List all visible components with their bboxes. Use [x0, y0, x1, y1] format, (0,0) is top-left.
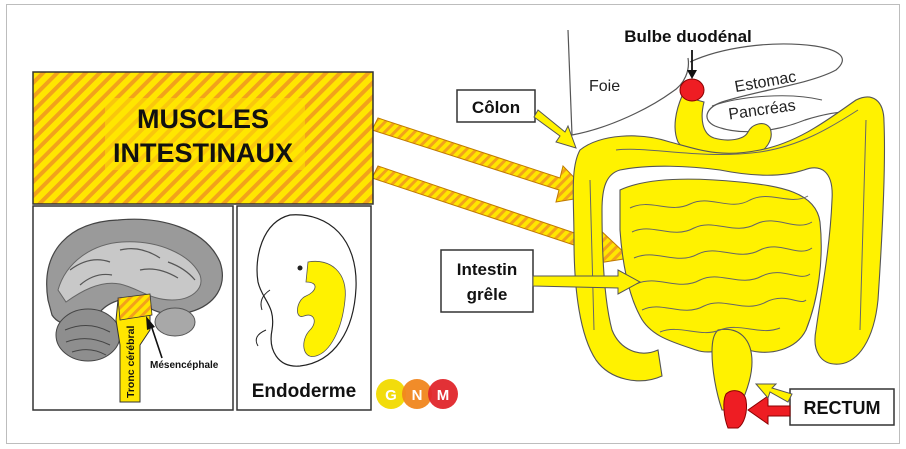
small-intestine-label-1: Intestin — [457, 260, 517, 279]
logo-letter-m: M — [437, 387, 450, 404]
logo-letter-n: N — [412, 387, 423, 404]
duodenal-bulb — [680, 79, 704, 101]
brain-panel: Tronc cérébral Mésencéphale — [33, 206, 233, 410]
pancreas-label: Pancréas — [727, 97, 796, 123]
rectum-callout: RECTUM — [748, 384, 894, 425]
colon-label: Côlon — [472, 98, 520, 117]
title-line-1: MUSCLES — [137, 104, 269, 134]
muscles-intestinaux-box: MUSCLES INTESTINAUX — [33, 72, 373, 204]
small-intestine-label-2: grêle — [467, 285, 508, 304]
duodenal-bulb-label: Bulbe duodénal — [624, 27, 752, 46]
logo-letter-g: G — [385, 387, 397, 404]
midbrain-label: Mésencéphale — [150, 360, 219, 371]
liver-label: Foie — [589, 78, 620, 95]
gnm-logo: G N M — [376, 379, 458, 409]
brainstem-label: Tronc cérébral — [125, 326, 137, 398]
stomach-label: Estomac — [733, 69, 797, 97]
embryo-panel: Endoderme — [237, 206, 371, 410]
rectum-label: RECTUM — [804, 398, 881, 418]
colon-callout: Côlon — [457, 90, 576, 148]
title-line-2: INTESTINAUX — [113, 138, 293, 168]
rectum-red — [724, 391, 747, 428]
endoderm-label: Endoderme — [252, 381, 357, 402]
